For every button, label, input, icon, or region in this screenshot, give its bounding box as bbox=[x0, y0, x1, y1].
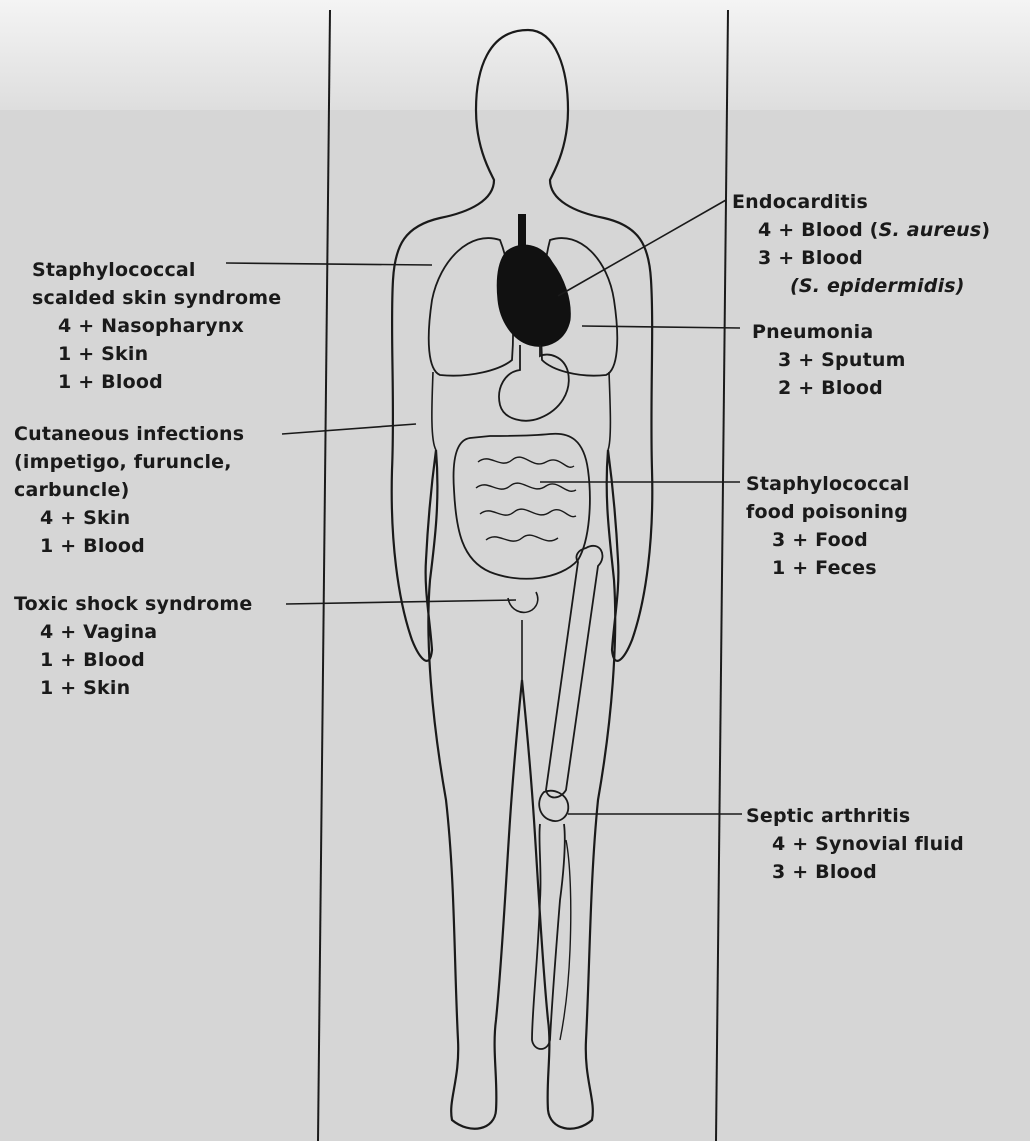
food-title-line2: food poisoning bbox=[746, 498, 910, 526]
pelvis-shape bbox=[508, 592, 538, 612]
pneumonia-finding-2: 2 + Blood bbox=[752, 374, 906, 402]
pneumonia-finding-1: 3 + Sputum bbox=[752, 346, 906, 374]
sssss-title-line1: Staphylococcal bbox=[32, 256, 281, 284]
left-arm-line bbox=[432, 372, 436, 450]
food-title-line1: Staphylococcal bbox=[746, 470, 910, 498]
leader-pneumonia bbox=[582, 326, 740, 328]
intestine-coils bbox=[476, 457, 576, 541]
food-finding-2: 1 + Feces bbox=[746, 554, 910, 582]
organism-name: S. aureus bbox=[879, 219, 982, 241]
food-finding-1: 3 + Food bbox=[746, 526, 910, 554]
cutaneous-finding-1: 4 + Skin bbox=[14, 504, 244, 532]
cutaneous-title-line2: (impetigo, furuncle, bbox=[14, 448, 244, 476]
sssss-title-line2: scalded skin syndrome bbox=[32, 284, 281, 312]
endocarditis-finding-1: 4 + Blood (S. aureus) bbox=[732, 216, 990, 244]
tss-finding-2: 1 + Blood bbox=[14, 646, 252, 674]
tss-title: Toxic shock syndrome bbox=[14, 590, 252, 618]
sssss-finding-2: 1 + Skin bbox=[32, 340, 281, 368]
stomach bbox=[499, 345, 569, 421]
callout-cutaneous: Cutaneous infections (impetigo, furuncle… bbox=[14, 420, 244, 560]
callout-pneumonia: Pneumonia 3 + Sputum 2 + Blood bbox=[752, 318, 906, 402]
cutaneous-title-line3: carbuncle) bbox=[14, 476, 244, 504]
right-divider-line bbox=[716, 10, 728, 1141]
endocarditis-title: Endocarditis bbox=[732, 188, 990, 216]
endocarditis-finding-3: (S. epidermidis) bbox=[732, 272, 990, 300]
knee-joint bbox=[539, 791, 568, 821]
tss-finding-3: 1 + Skin bbox=[14, 674, 252, 702]
callout-sssss: Staphylococcal scalded skin syndrome 4 +… bbox=[32, 256, 281, 396]
fibula bbox=[560, 840, 571, 1040]
femur bbox=[546, 546, 602, 798]
callout-endocarditis: Endocarditis 4 + Blood (S. aureus) 3 + B… bbox=[732, 188, 990, 300]
intestines-outline bbox=[454, 434, 590, 579]
callout-septic: Septic arthritis 4 + Synovial fluid 3 + … bbox=[746, 802, 964, 886]
callout-tss: Toxic shock syndrome 4 + Vagina 1 + Bloo… bbox=[14, 590, 252, 702]
septic-finding-2: 3 + Blood bbox=[746, 858, 964, 886]
septic-title: Septic arthritis bbox=[746, 802, 964, 830]
endocarditis-finding-2: 3 + Blood bbox=[732, 244, 990, 272]
leader-cutaneous bbox=[282, 424, 416, 434]
septic-finding-1: 4 + Synovial fluid bbox=[746, 830, 964, 858]
sssss-finding-1: 4 + Nasopharynx bbox=[32, 312, 281, 340]
cutaneous-finding-2: 1 + Blood bbox=[14, 532, 244, 560]
tss-finding-1: 4 + Vagina bbox=[14, 618, 252, 646]
callout-food: Staphylococcal food poisoning 3 + Food 1… bbox=[746, 470, 910, 582]
leader-endocarditis bbox=[558, 200, 726, 296]
right-arm-line bbox=[608, 372, 610, 450]
left-divider-line bbox=[318, 10, 330, 1141]
sssss-finding-3: 1 + Blood bbox=[32, 368, 281, 396]
cutaneous-title-line1: Cutaneous infections bbox=[14, 420, 244, 448]
pneumonia-title: Pneumonia bbox=[752, 318, 906, 346]
